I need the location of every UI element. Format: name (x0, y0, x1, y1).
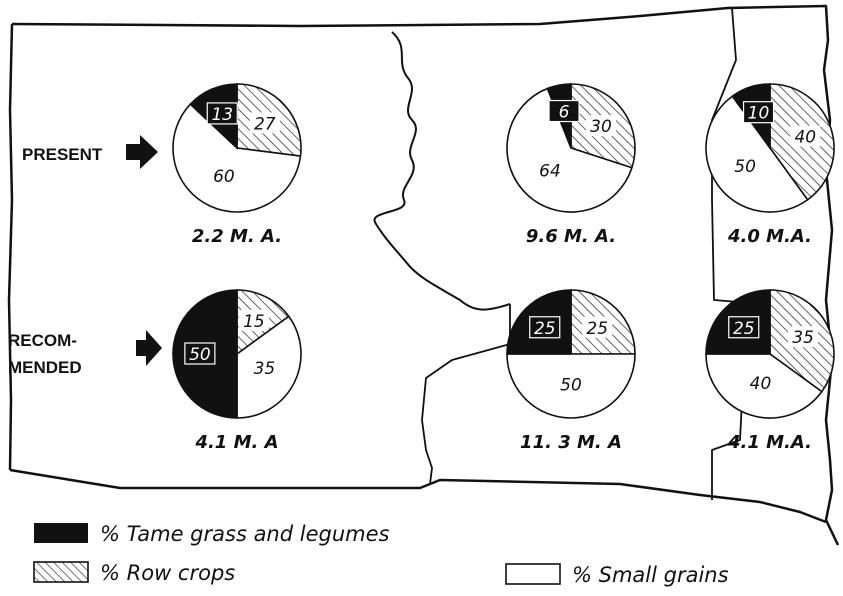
pie-value-row: 27 (254, 115, 276, 135)
pie-slice-small (236, 315, 302, 419)
pie-value-small: 50 (734, 157, 756, 177)
legend-label-tame: % Tame grass and legumes (100, 522, 390, 546)
pie-slice-small (506, 353, 636, 419)
pie-value-tame: 13 (211, 105, 233, 125)
pie-label-bg-row (238, 309, 269, 331)
district-line-central (421, 304, 511, 485)
row-label-present: PRESENT (22, 135, 158, 169)
pie-label-bg-row (249, 112, 280, 134)
recommended-label-line2: MENDED (8, 358, 82, 377)
recommended-arrow-icon (136, 330, 162, 366)
pie-size-label: 4.0 M.A. (727, 226, 812, 247)
pie-slice-small (705, 353, 823, 419)
pie-size-label: 4.1 M.A. (727, 432, 812, 453)
pie-label-bg-tame (742, 101, 775, 124)
pie-label-bg-tame (206, 102, 238, 125)
pie-size-label: 9.6 M. A. (526, 226, 616, 247)
pie-value-small: 35 (254, 359, 276, 379)
pie-value-tame: 10 (748, 104, 770, 124)
legend-label-small: % Small grains (572, 563, 729, 587)
pie-size-label: 11. 3 M. A (520, 432, 622, 453)
pie-label-bg-row (788, 326, 819, 348)
pie-value-tame: 25 (534, 319, 556, 339)
pie-value-row: 15 (243, 312, 265, 332)
pie-value-row: 35 (792, 328, 814, 348)
legend: % Tame grass and legumes % Row crops % S… (33, 522, 729, 587)
recommended-label-line1: RECOM- (8, 331, 77, 350)
pie-present-3: 40 50 10 4.0 M.A. (705, 83, 835, 247)
pie-recommended-1: 15 35 50 4.1 M. A (172, 289, 302, 453)
state-outline (7, 4, 840, 546)
state-border-west (7, 23, 14, 471)
present-arrow-icon (126, 135, 158, 169)
legend-swatch-row (33, 561, 89, 583)
pie-recommended-3: 35 40 25 4.1 M.A. (705, 289, 835, 453)
pie-value-tame: 25 (733, 319, 755, 339)
pie-value-tame: 6 (559, 103, 570, 123)
pie-present-1: 27 60 13 2.2 M. A. (172, 83, 302, 247)
missouri-river (373, 31, 511, 311)
pie-charts: 27 60 13 2.2 M. A. 30 64 6 9.6 M. A. 40 50 10 4.0 M… (172, 83, 835, 453)
pie-value-small: 40 (750, 374, 772, 394)
row-label-recommended: RECOM- MENDED (8, 330, 162, 377)
pie-value-row: 25 (586, 319, 608, 339)
legend-label-row: % Row crops (100, 561, 235, 585)
pie-label-bg-tame (548, 99, 580, 123)
district-line-east (711, 7, 743, 500)
pie-label-bg-tame (728, 316, 760, 339)
pie-size-label: 4.1 M. A (194, 432, 278, 453)
pie-value-small: 50 (560, 376, 582, 396)
pie-slice-small (172, 103, 302, 213)
pie-value-row: 40 (794, 128, 816, 148)
pie-label-bg-row (586, 115, 617, 137)
pie-label-bg-row (790, 125, 821, 147)
pie-value-small: 64 (539, 161, 561, 181)
pie-value-row: 30 (590, 117, 612, 137)
pie-slice-small (705, 95, 809, 213)
pie-label-bg-tame (184, 342, 216, 365)
pie-present-2: 30 64 6 9.6 M. A. (506, 83, 636, 247)
pie-label-bg-tame (529, 316, 561, 339)
pie-recommended-2: 25 50 25 11. 3 M. A (506, 289, 636, 453)
pie-size-label: 2.2 M. A. (192, 226, 282, 247)
legend-swatch-small (505, 563, 561, 585)
pie-value-tame: 50 (189, 345, 211, 365)
state-border-south (9, 468, 827, 524)
pie-slice-small (506, 87, 633, 213)
pie-value-small: 60 (213, 167, 235, 187)
pie-label-bg-row (582, 316, 613, 338)
present-label: PRESENT (22, 145, 103, 164)
legend-swatch-tame (34, 523, 88, 543)
